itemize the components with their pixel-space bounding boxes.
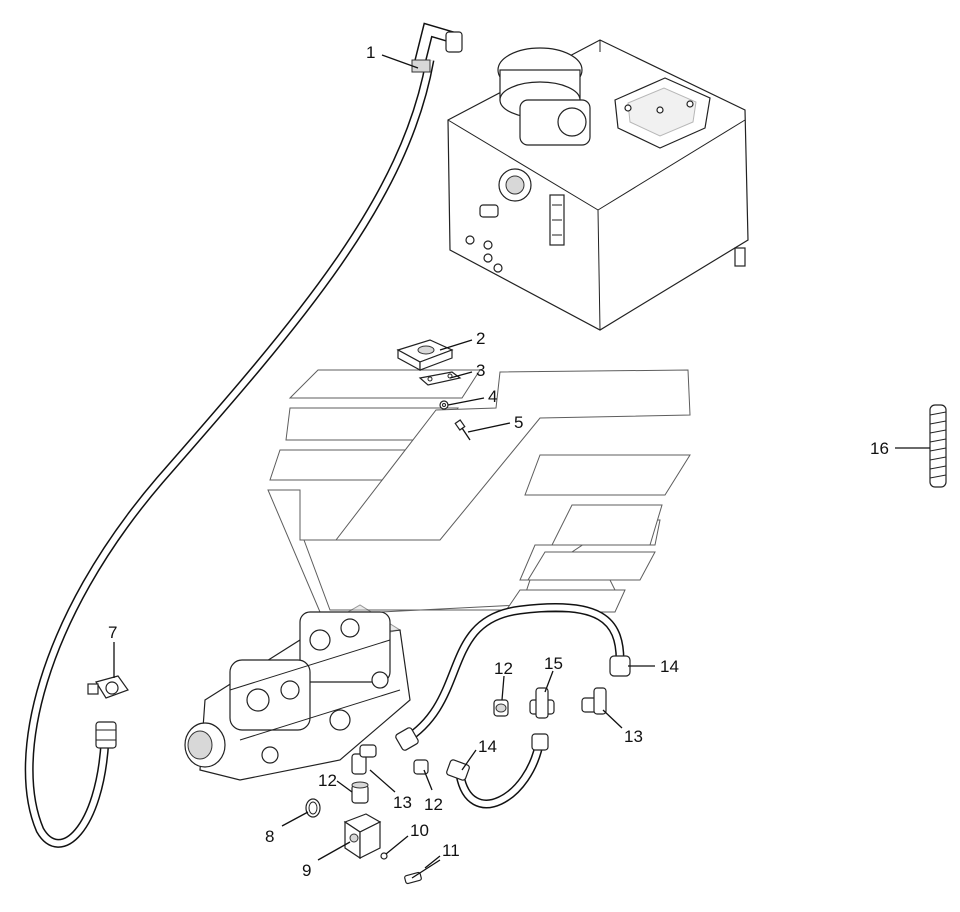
hydraulic-tank[interactable]	[447, 39, 749, 331]
callout-14-b: 14	[478, 737, 497, 756]
callout-12-a: 12	[318, 771, 337, 790]
callout-2: 2	[476, 329, 485, 348]
bolt-part-5[interactable]	[454, 419, 471, 441]
callout-labels: 1 2 3 4 5 16 7 12 13 8 9 10 11 12 14 12 …	[108, 43, 889, 880]
callout-3: 3	[476, 361, 485, 380]
clamp-block-part-2[interactable]	[396, 339, 454, 372]
clamp-part-7[interactable]	[87, 675, 129, 699]
callout-16: 16	[870, 439, 889, 458]
washer-part-4[interactable]	[439, 400, 449, 410]
adapter-part-12-c[interactable]	[413, 759, 429, 775]
callout-12-c: 12	[424, 795, 443, 814]
callout-9: 9	[302, 861, 311, 880]
hydraulic-pump[interactable]	[184, 604, 411, 781]
callout-1: 1	[366, 43, 375, 62]
hose-sleeve-part-16[interactable]	[929, 404, 947, 488]
callout-15: 15	[544, 654, 563, 673]
bolt-part-11[interactable]	[404, 859, 441, 885]
bolt-part-10[interactable]	[380, 852, 388, 860]
elbow-fitting-part-13-a[interactable]	[351, 744, 377, 775]
adapter-part-12-b[interactable]	[493, 699, 509, 717]
callout-13-b: 13	[624, 727, 643, 746]
callout-5: 5	[514, 413, 523, 432]
callout-8: 8	[265, 827, 274, 846]
hose-part-1[interactable]	[24, 22, 463, 848]
callout-12-b: 12	[494, 659, 513, 678]
adapter-part-12-a[interactable]	[351, 781, 369, 804]
callout-14-a: 14	[660, 657, 679, 676]
leader-lines	[113, 54, 930, 869]
clamp-plate-part-3[interactable]	[418, 371, 462, 386]
tee-fitting-part-13-b[interactable]	[581, 687, 607, 715]
callout-7: 7	[108, 623, 117, 642]
block-part-9[interactable]	[343, 813, 382, 860]
tee-fitting-part-15[interactable]	[529, 687, 555, 719]
watermark-logo	[267, 369, 691, 613]
o-ring-part-8[interactable]	[305, 798, 321, 818]
hose-part-14-a[interactable]	[395, 602, 631, 751]
callout-11: 11	[442, 841, 460, 860]
callout-10: 10	[410, 821, 429, 840]
hose-part-14-b[interactable]	[446, 733, 549, 809]
callout-4: 4	[488, 387, 497, 406]
callout-13-a: 13	[393, 793, 412, 812]
